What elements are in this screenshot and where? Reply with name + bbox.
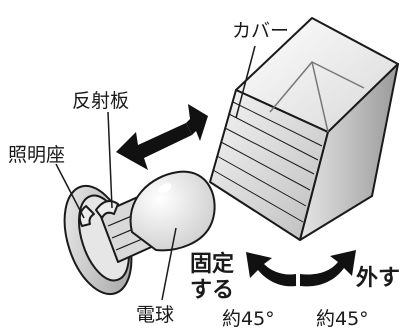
bulb-leader <box>161 227 177 301</box>
fix-label-line2: する <box>190 278 235 303</box>
fix-label-line1: 固定 <box>190 252 235 277</box>
remove-label: 外す <box>356 266 401 291</box>
reflector-label: 反射板 <box>72 90 130 112</box>
remove-arrow-icon <box>300 250 356 287</box>
lamp-base-label: 照明座 <box>8 144 66 166</box>
angle-left-label: 約45° <box>222 308 275 330</box>
double-arrow-icon <box>116 104 208 170</box>
cover-part <box>209 17 399 241</box>
bulb-part <box>129 170 216 252</box>
fix-arrow-icon <box>246 252 296 287</box>
cover-label: カバー <box>232 20 290 42</box>
angle-right-label: 約45° <box>316 308 369 330</box>
lamp-base-leader <box>55 163 85 219</box>
reflector-leader <box>107 111 113 209</box>
bulb-label: 電球 <box>136 304 175 326</box>
cover-leader <box>235 45 256 119</box>
